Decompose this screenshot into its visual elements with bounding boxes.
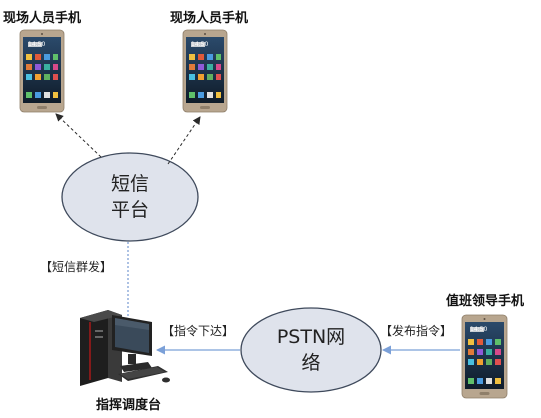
sms-platform-line1: 短信 (110, 173, 149, 195)
pstn-line2: 络 (301, 352, 321, 374)
phone-right-icon (182, 29, 228, 113)
edge-label-command-down: 【指令下达】 (162, 324, 235, 338)
edge-sms-to-phone-left (55, 113, 102, 158)
sms-platform-node (61, 152, 199, 242)
edge-label-issue-command: 【发布指令】 (380, 324, 453, 338)
pstn-line1: PSTN网 (276, 326, 346, 348)
edge-label-sms-broadcast: 【短信群发】 (40, 260, 113, 274)
duty-phone-icon (461, 314, 508, 399)
dispatch-console-icon (80, 310, 170, 386)
duty-phone-time: 14:50 (470, 326, 488, 333)
phone-left-icon (19, 29, 65, 113)
edge-sms-to-phone-right (167, 116, 201, 165)
pstn-label: PSTN网 络 (266, 324, 356, 376)
sms-platform-line2: 平台 (110, 199, 149, 221)
phone-left-label: 现场人员手机 (3, 11, 82, 26)
duty-phone-label: 值班领导手机 (446, 294, 525, 309)
dispatch-console-label: 指挥调度台 (96, 398, 162, 413)
sms-platform-label: 短信 平台 (90, 171, 170, 223)
phone-left-time: 14:50 (28, 41, 46, 48)
pstn-node (240, 307, 382, 393)
phone-right-time: 14:50 (191, 41, 209, 48)
phone-right-label: 现场人员手机 (170, 11, 249, 26)
